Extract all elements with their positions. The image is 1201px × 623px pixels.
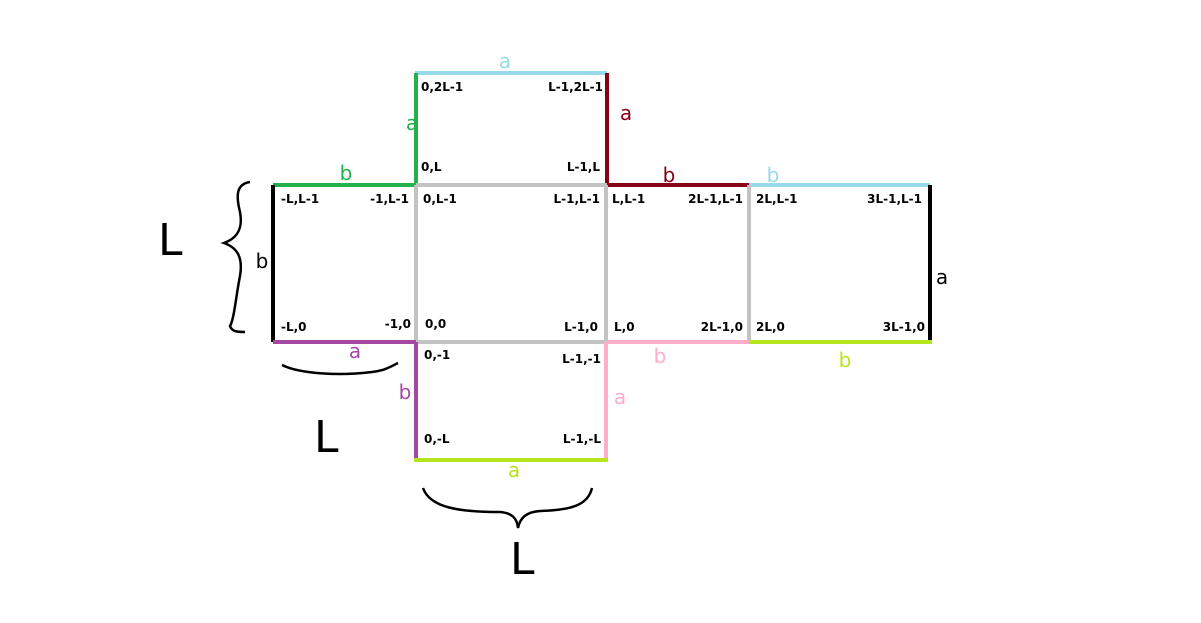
edge-label-bottom-of-left: a xyxy=(349,339,361,363)
top-face-bl-label: 0,L xyxy=(421,160,442,174)
right-face-bl-label: L,0 xyxy=(614,320,635,334)
far-face-br-label: 3L-1,0 xyxy=(883,320,925,334)
bottom-face-tl-label: 0,-1 xyxy=(424,348,450,362)
left-height-dimension-label: L xyxy=(158,215,183,266)
center-face-br-label: L-1,0 xyxy=(564,320,598,334)
center-face-bl-label: 0,0 xyxy=(425,317,446,331)
edge-label-top-of-left: b xyxy=(340,161,353,185)
edge-label-left-of-left: b xyxy=(256,249,269,273)
top-face-tr-label: L-1,2L-1 xyxy=(548,80,603,94)
right-face-tr-label: 2L-1,L-1 xyxy=(688,192,743,206)
bottom-width-dimension-label: L xyxy=(510,534,535,585)
edge-label-top-of-right: b xyxy=(663,163,676,187)
edge-label-bottom-of-far: b xyxy=(839,348,852,372)
bottom-face-tr-label: L-1,-1 xyxy=(562,352,601,366)
top-face-br-label: L-1,L xyxy=(567,160,601,174)
edge-label-right-of-far: a xyxy=(936,265,948,289)
edge-label-top-of-far: b xyxy=(767,163,780,187)
far-face-tl-label: 2L,L-1 xyxy=(756,192,798,206)
right-face-tl-label: L,L-1 xyxy=(612,192,645,206)
left-width-brace xyxy=(281,361,399,376)
edge-label-left-of-bottom: b xyxy=(399,380,412,404)
center-face-tl-label: 0,L-1 xyxy=(423,192,457,206)
center-face-tr-label: L-1,L-1 xyxy=(553,192,600,206)
left-width-dimension-label: L xyxy=(314,412,339,463)
bottom-face-br-label: L-1,-L xyxy=(563,432,602,446)
edge-label-top-of-top: a xyxy=(499,49,511,73)
left-face-bl-label: -L,0 xyxy=(281,320,307,334)
far-face-bl-label: 2L,0 xyxy=(756,320,785,334)
left-face-br-label: -1,0 xyxy=(385,317,411,331)
left-face-tr-label: -1,L-1 xyxy=(370,192,409,206)
bottom-width-brace xyxy=(421,487,594,529)
left-height-brace xyxy=(220,180,251,334)
far-face-tr-label: 3L-1,L-1 xyxy=(867,192,922,206)
top-face-tl-label: 0,2L-1 xyxy=(421,80,463,94)
edge-label-left-of-top: a xyxy=(406,111,418,135)
edge-label-bottom-of-right: b xyxy=(654,344,667,368)
edge-label-right-of-bottom: a xyxy=(614,385,626,409)
bottom-face-bl-label: 0,-L xyxy=(424,432,450,446)
right-face-br-label: 2L-1,0 xyxy=(701,320,743,334)
left-face-tl-label: -L,L-1 xyxy=(281,192,319,206)
edge-label-bottom-of-bottom: a xyxy=(508,458,520,482)
edge-label-right-of-top: a xyxy=(620,101,632,125)
